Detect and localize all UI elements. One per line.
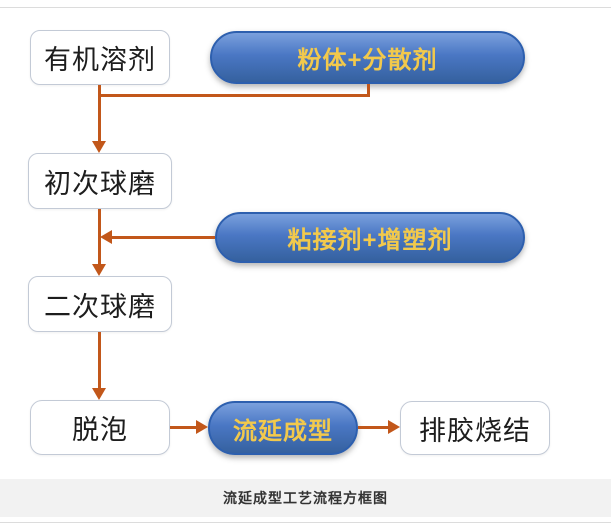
top-border-line <box>0 7 611 8</box>
node-debinding-sintering: 排胶烧结 <box>400 401 550 455</box>
node-organic-solvent: 有机溶剂 <box>30 30 170 85</box>
node-binder-plasticizer: 粘接剂+增塑剂 <box>215 212 525 263</box>
node-first-ball-mill: 初次球磨 <box>28 153 172 209</box>
arrowhead-into-debinding-sintering <box>388 420 400 434</box>
node-powder-dispersant: 粉体+分散剂 <box>210 31 525 84</box>
connector-secondmill-to-defoam-line <box>98 332 101 388</box>
connector-binder-horizontal-line <box>112 236 215 239</box>
arrowhead-into-defoam <box>92 388 106 400</box>
node-second-ball-mill: 二次球磨 <box>28 276 172 332</box>
connector-organic-to-firstmill-line <box>98 85 101 141</box>
connector-firstmill-to-secondmill-line <box>98 209 101 264</box>
bottom-border-line <box>0 522 611 523</box>
node-defoam: 脱泡 <box>30 400 170 455</box>
node-tape-casting: 流延成型 <box>208 401 358 455</box>
caption-bar: 流延成型工艺流程方框图 <box>0 479 611 517</box>
caption-text: 流延成型工艺流程方框图 <box>223 490 388 506</box>
arrowhead-into-second-ball-mill <box>92 264 106 276</box>
arrowhead-binder-into-line <box>100 230 112 244</box>
arrowhead-into-tape-casting <box>196 420 208 434</box>
connector-powder-drop-line <box>367 84 370 97</box>
arrowhead-into-first-ball-mill <box>92 141 106 153</box>
connector-merge-horizontal-line <box>98 94 370 97</box>
connector-defoam-to-tapecasting-line <box>170 426 196 429</box>
connector-tapecasting-to-debinding-line <box>358 426 388 429</box>
